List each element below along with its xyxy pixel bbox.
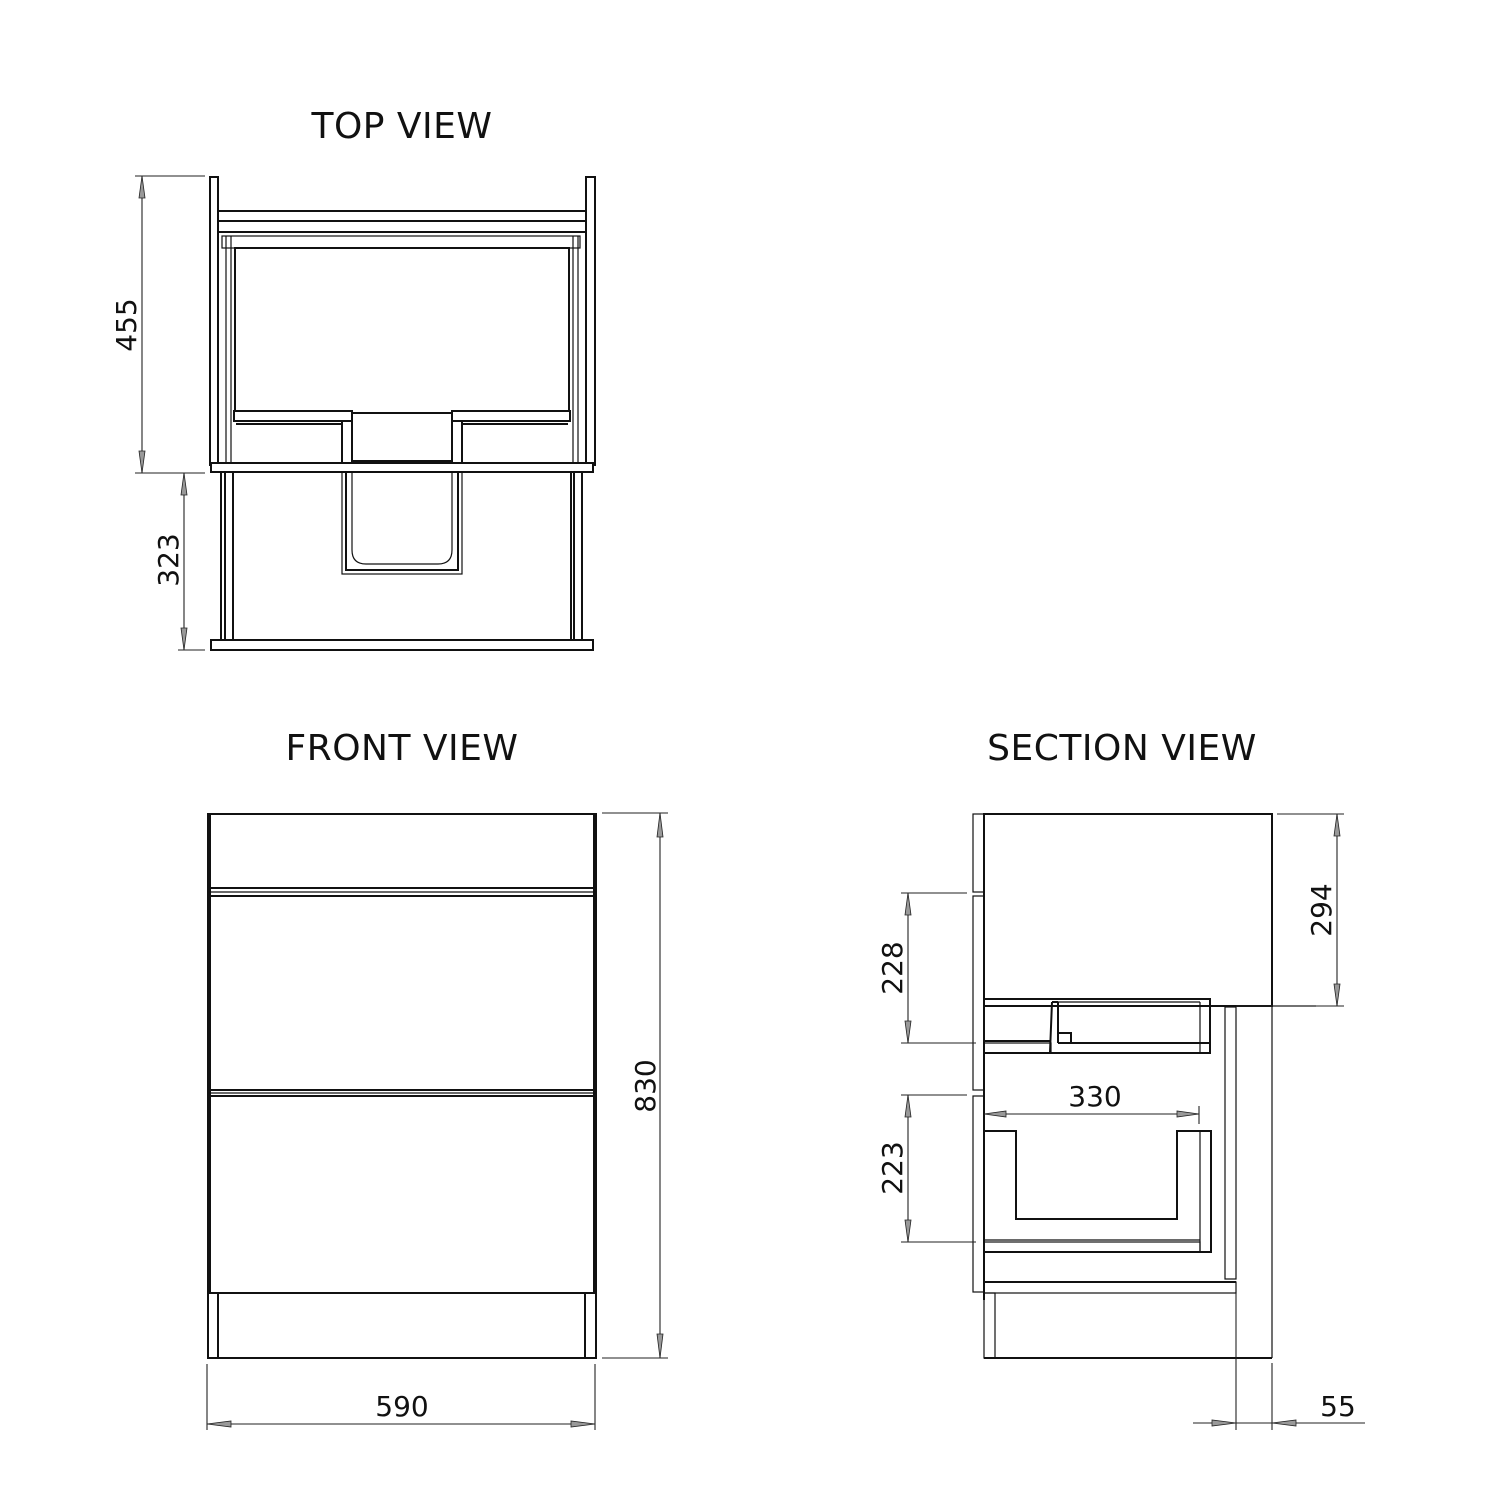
lower-drawer-front-section (972, 1095, 985, 1293)
dimension-223: 223 (876, 1094, 976, 1243)
dimension-228: 228 (876, 892, 976, 1044)
section-view-title: SECTION VIEW (987, 728, 1257, 769)
upper-drawer-front-section (972, 895, 985, 1091)
dimension-323: 323 (152, 472, 205, 651)
top-view: TOP VIEW (110, 106, 596, 651)
dimension-label-455: 455 (110, 298, 143, 351)
dimension-830: 830 (602, 812, 668, 1359)
basin-body (983, 813, 1273, 1007)
dimension-label-223: 223 (876, 1141, 909, 1194)
drawer-interior (234, 247, 570, 414)
right-ledge (451, 410, 571, 422)
left-side-post (209, 176, 219, 466)
lower-drawer-front (209, 1095, 595, 1294)
dimension-330: 330 (983, 1080, 1200, 1124)
back-rail (217, 210, 587, 222)
dimension-label-590: 590 (375, 1390, 428, 1423)
carcass-bottom-section (983, 1281, 1237, 1294)
front-view-title: FRONT VIEW (285, 728, 518, 769)
section-view: SECTION VIEW (876, 728, 1365, 1430)
back-panel-section (1224, 1006, 1237, 1280)
drawer-back (221, 235, 581, 249)
left-ledge (233, 410, 353, 422)
dimension-label-330: 330 (1068, 1080, 1121, 1113)
basin-outer (341, 471, 463, 575)
basin-front-section (972, 813, 985, 893)
lower-drawer-box (984, 1130, 1212, 1253)
dimension-455: 455 (110, 175, 205, 474)
front-rail (210, 462, 594, 473)
dimension-label-55: 55 (1320, 1390, 1356, 1423)
dimension-label-228: 228 (876, 941, 909, 994)
dimension-label-323: 323 (152, 533, 185, 586)
upper-drawer-box (983, 998, 1211, 1054)
dimension-55: 55 (1193, 1293, 1365, 1430)
lower-drawer-bottom (983, 1241, 1201, 1253)
base-plinth (210, 639, 594, 651)
dimension-590: 590 (206, 1364, 596, 1430)
dimension-294: 294 (1236, 813, 1344, 1007)
plinth-section (983, 1292, 996, 1359)
top-view-title: TOP VIEW (310, 106, 492, 147)
dimension-label-294: 294 (1305, 883, 1338, 936)
dimension-label-830: 830 (629, 1059, 662, 1112)
siphon-cutout (1049, 1001, 1072, 1053)
basin-bowl (351, 472, 453, 565)
right-side-post (585, 176, 596, 466)
front-view: FRONT VIEW 830 590 (206, 728, 668, 1430)
upper-drawer-front (209, 895, 595, 1091)
